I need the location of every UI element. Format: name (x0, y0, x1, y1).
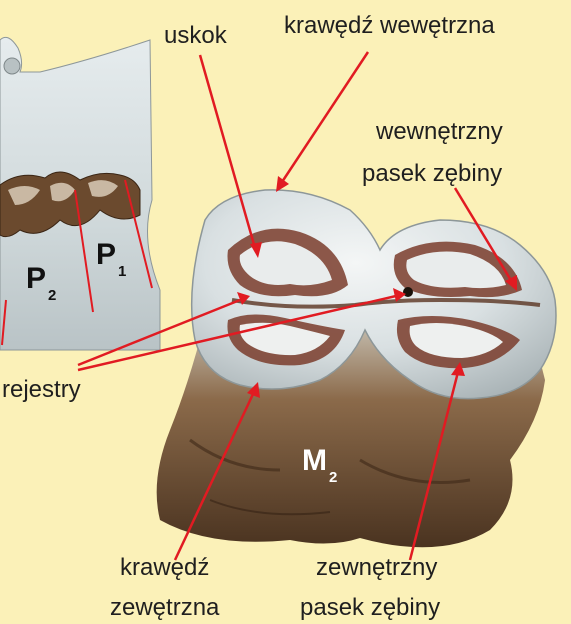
label-wewnetrzny-pasek-line2: pasek zębiny (362, 160, 502, 188)
tooth-letter-m2: M (302, 444, 327, 477)
label-rejestry: rejestry (2, 376, 81, 404)
label-krawedz-zewnetrzna-line2: zewętrzna (110, 594, 219, 622)
tooth-index-p2: 2 (48, 287, 56, 304)
tooth-label-p1: P1 (96, 238, 126, 272)
label-zewnetrzny-pasek-line2: pasek zębiny (300, 594, 440, 622)
label-krawedz-zewnetrzna-line1: krawędź (120, 554, 209, 582)
tooth-index-m2: 2 (329, 469, 337, 486)
arrow-krawedz-wewnetrzna (282, 52, 368, 182)
jaw-inset (0, 0, 160, 350)
tooth-index-p1: 1 (118, 263, 126, 280)
molar-m2 (157, 190, 556, 547)
tooth-label-m2: M2 (302, 444, 337, 478)
label-zewnetrzny-pasek-line1: zewnętrzny (316, 554, 437, 582)
tooth-letter-p2: P (26, 262, 46, 295)
tooth-letter-p1: P (96, 238, 116, 271)
tooth-label-p2: P2 (26, 262, 56, 296)
label-krawedz-wewnetrzna: krawędź wewętrzna (284, 12, 495, 40)
label-uskok: uskok (164, 22, 227, 50)
label-wewnetrzny-pasek-line1: wewnętrzny (376, 118, 503, 146)
